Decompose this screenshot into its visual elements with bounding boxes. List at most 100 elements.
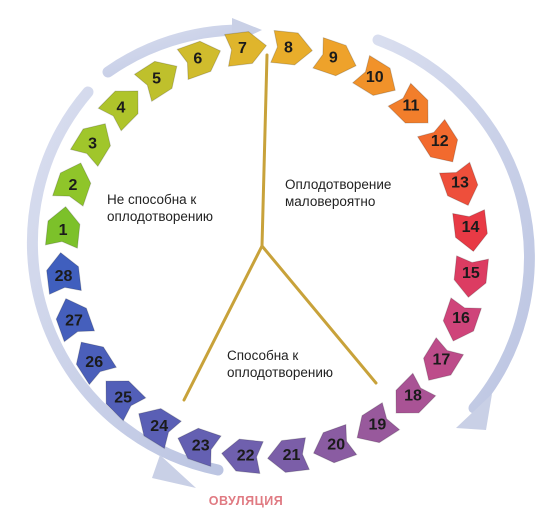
day-marker: 10 [351,54,396,96]
day-marker-shape [177,427,222,468]
phase-divider-line [260,244,378,385]
day-number-label: 25 [114,390,132,407]
day-marker-shape [133,60,178,103]
cycle-arrows [26,24,535,476]
ovulation-label: ОВУЛЯЦИЯ [209,494,283,508]
cycle-arrow-right [372,34,535,414]
day-marker: 14 [452,208,488,253]
day-number-label: 13 [451,174,469,191]
region-label-unlikely: Оплодотворение маловероятно [285,177,395,209]
day-number-label: 27 [65,313,83,330]
day-number-label: 22 [237,447,255,464]
day-marker-shape [453,255,490,298]
day-marker-shape [387,82,429,124]
day-marker: 28 [46,251,82,296]
day-number-label: 18 [404,387,422,404]
day-number-label: 9 [329,50,338,67]
day-marker-shape [51,162,92,207]
day-marker: 2 [51,162,92,207]
day-marker-shape [442,297,483,342]
day-marker-shape [266,437,311,473]
day-number-label: 21 [283,447,301,464]
region-label-infertile-line1: Не способна к [107,192,196,207]
day-number-label: 8 [284,40,293,57]
phase-dividers [182,53,378,402]
day-marker-shape [312,423,358,464]
day-marker-shape [423,336,465,381]
day-marker-shape [416,118,459,163]
day-number-label: 3 [88,136,97,153]
day-marker-shape [351,54,396,96]
day-marker-shape [138,408,183,450]
day-marker-shape [44,206,81,249]
day-number-label: 11 [402,98,419,115]
phase-divider-line [260,53,269,248]
region-label-fertile-line1: Способна к [227,348,298,363]
day-number-label: 28 [55,268,73,285]
day-marker-shape [97,90,139,132]
day-marker: 3 [69,123,111,168]
day-marker: 18 [395,372,437,414]
day-marker: 23 [177,427,222,468]
day-marker: 12 [416,118,459,163]
day-marker: 15 [453,255,490,298]
day-marker: 5 [133,60,178,103]
day-number-label: 20 [327,437,345,454]
day-number-label: 7 [238,40,247,57]
day-marker: 11 [387,82,429,124]
region-label-fertile-line2: оплодотворению [227,365,333,380]
day-marker-shape [221,438,264,475]
day-marker-shape [438,161,479,207]
day-number-label: 26 [85,354,103,371]
day-number-label: 12 [431,133,449,150]
day-marker: 4 [97,90,139,132]
cycle-arrow-left [26,86,224,476]
cycle-arrow-top [102,24,246,78]
region-label-infertile: Не способна к оплодотворению [107,192,213,224]
day-number-label: 14 [462,219,480,236]
day-number-label: 19 [369,416,387,433]
day-marker: 8 [270,29,313,66]
day-marker-shape [46,251,82,296]
day-marker: 13 [438,161,479,207]
day-marker-shape [105,380,147,422]
day-marker: 6 [176,40,222,81]
day-marker-shape [223,31,268,67]
day-marker-shape [312,36,357,77]
day-marker-shape [270,29,313,66]
day-marker: 26 [75,341,118,386]
region-label-fertile: Способна к оплодотворению [227,348,333,380]
region-label-unlikely-line1: Оплодотворение [285,177,391,192]
day-marker-shape [356,401,401,444]
day-marker: 20 [312,423,358,464]
day-marker: 17 [423,336,465,381]
day-number-label: 1 [59,222,68,239]
arrowhead-right [456,394,492,430]
day-marker-shape [75,341,118,386]
day-marker-shape [69,123,111,168]
day-marker: 27 [55,297,96,343]
day-marker-shape [55,297,96,343]
day-number-label: 16 [452,310,470,327]
phase-divider-line [182,244,264,402]
day-marker-shape [452,208,488,253]
day-number-label: 4 [117,100,126,117]
arrowhead-bottom [152,455,196,488]
day-number-label: 10 [366,69,384,86]
day-marker: 16 [442,297,483,342]
region-label-infertile-line2: оплодотворению [107,209,213,224]
day-marker: 9 [312,36,357,77]
day-marker: 1 [44,206,81,249]
day-marker-shape [176,40,222,81]
day-number-label: 23 [192,438,210,455]
day-marker: 7 [223,31,268,67]
day-number-label: 6 [193,51,202,68]
day-number-label: 2 [69,177,78,194]
cycle-arrowheads [152,18,492,488]
day-marker: 22 [221,438,264,475]
day-number-label: 15 [462,265,480,282]
day-marker: 21 [266,437,311,473]
day-marker: 25 [105,380,147,422]
